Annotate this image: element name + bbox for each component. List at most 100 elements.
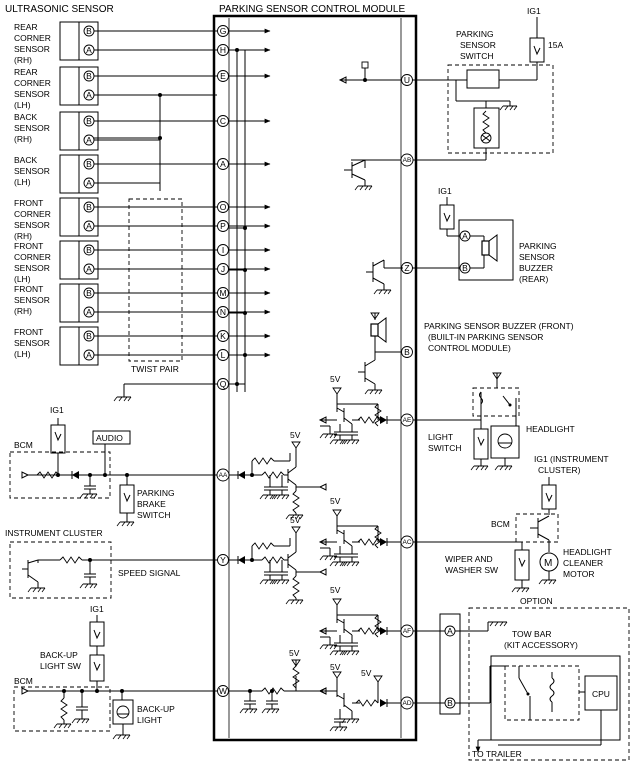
wiper-l2: WASHER SW — [445, 565, 498, 575]
buzzer-front-l1: PARKING SENSOR BUZZER (FRONT) — [424, 321, 574, 331]
supply-5v-label: 5V — [290, 430, 301, 440]
sensor-pin-label: A — [86, 350, 92, 360]
buzzer-rear-l4: (REAR) — [519, 274, 548, 284]
sensor-group: REARCORNERSENSOR(RH)BAGHREARCORNERSENSOR… — [14, 21, 271, 392]
sensor-label-line: SENSOR — [14, 123, 50, 133]
sensor-label-line: BACK — [14, 155, 37, 165]
buzzer-front-l3: CONTROL MODULE) — [428, 343, 511, 353]
light-switch-l2: SWITCH — [428, 443, 462, 453]
twist-pair-label: TWIST PAIR — [131, 364, 179, 374]
bcm2-label: BCM — [14, 676, 33, 686]
module-pin-label: G — [220, 26, 227, 36]
sensor-label-line: SENSOR — [14, 44, 50, 54]
instrument-cluster-label: INSTRUMENT CLUSTER — [5, 528, 103, 538]
module-pin-label: C — [220, 116, 226, 126]
input-network — [229, 441, 327, 520]
pin-ad: AD — [402, 700, 411, 707]
sensor-label-line: BACK — [14, 112, 37, 122]
module-pin — [217, 220, 229, 232]
module-pin — [217, 263, 229, 275]
input-network-w — [229, 659, 327, 714]
ultrasonic-title: ULTRASONIC SENSOR — [5, 4, 114, 15]
module-pin-label: J — [221, 264, 225, 274]
tow-bar-l2: (KIT ACCESSORY) — [504, 640, 578, 650]
speed-signal-label: SPEED SIGNAL — [118, 568, 181, 578]
pin-ac: AC — [402, 539, 411, 546]
sensor-pin-label: A — [86, 178, 92, 188]
supply-5v-label: 5V — [330, 496, 341, 506]
pin-u: U — [404, 75, 410, 85]
module-pin — [217, 330, 229, 342]
ig1-cluster-l2: CLUSTER) — [538, 465, 581, 475]
module-pin-label: K — [220, 331, 226, 341]
cleaner-l1: HEADLIGHT — [563, 547, 612, 557]
module-pin — [217, 44, 229, 56]
cleaner-l2: CLEANER — [563, 558, 603, 568]
sensor-label-line: SENSOR — [14, 220, 50, 230]
sensor-pin-label: B — [86, 331, 92, 341]
module-pin-label: O — [220, 202, 227, 212]
sensor-pin-label: B — [86, 288, 92, 298]
sensor-label-line: (LH) — [14, 349, 31, 359]
module-title: PARKING SENSOR CONTROL MODULE — [219, 4, 405, 15]
sensor-label-line: FRONT — [14, 241, 43, 251]
sensor-label-line: FRONT — [14, 284, 43, 294]
module-pin — [217, 25, 229, 37]
sensor-pin-label: B — [86, 116, 92, 126]
sensor-label-line: (LH) — [14, 274, 31, 284]
light-switch-l1: LIGHT — [428, 432, 453, 442]
sensor-label-line: SENSOR — [14, 166, 50, 176]
tow-bar-circuit: OPTION A B TOW BAR (KIT ACCESSORY) CPU T… — [400, 596, 630, 761]
module-pin-label: E — [220, 71, 226, 81]
cpu-label: CPU — [592, 689, 610, 699]
sensor-label-line: CORNER — [14, 209, 51, 219]
conn-pin-b: B — [447, 698, 453, 708]
sensor-label-line: FRONT — [14, 327, 43, 337]
supply-5v-label: 5V — [330, 374, 341, 384]
parking-switch-l3: SWITCH — [460, 51, 494, 61]
output-network — [318, 387, 403, 445]
input-network — [229, 526, 327, 605]
buzzer-rear-l1: PARKING — [519, 241, 557, 251]
pin-af: AF — [403, 628, 411, 635]
sensor-label-line: CORNER — [14, 78, 51, 88]
sensor-label-line: CORNER — [14, 33, 51, 43]
ground-pin-q: Q — [113, 378, 229, 402]
sensor-pin-label: B — [86, 245, 92, 255]
module-pin — [217, 306, 229, 318]
rear-common-bus — [94, 48, 247, 392]
backup-sw-l2: LIGHT SW — [40, 661, 81, 671]
ig1-top-label: IG1 — [527, 6, 541, 16]
audio-label: AUDIO — [96, 433, 123, 443]
sensor-label-line: FRONT — [14, 198, 43, 208]
conn-pin-a: A — [447, 626, 453, 636]
buzzer-rear-l2: SENSOR — [519, 252, 555, 262]
parking-brake-l2: BRAKE — [137, 499, 166, 509]
supply-5v-label: 5V — [330, 585, 341, 595]
output-network — [318, 598, 403, 656]
module-pin — [217, 70, 229, 82]
cleaner-l3: MOTOR — [563, 569, 594, 579]
ig1-cluster-l1: IG1 (INSTRUMENT — [534, 454, 609, 464]
sensor-label-line: (RH) — [14, 55, 32, 65]
cleaner-bcm-label: BCM — [491, 519, 510, 529]
sensor-pin-label: A — [86, 221, 92, 231]
pin-ab-driver: AB — [344, 153, 414, 191]
module-pin — [217, 349, 229, 361]
supply-5v-label: 5V — [330, 662, 341, 672]
module-pin — [217, 287, 229, 299]
sensor-pin-label: A — [86, 135, 92, 145]
sensor-label-line: SENSOR — [14, 295, 50, 305]
backup-light-l1: BACK-UP — [137, 704, 175, 714]
pin-ae: AE — [403, 417, 412, 424]
sensor-pin-label: B — [86, 159, 92, 169]
parking-brake-l1: PARKING — [137, 488, 175, 498]
